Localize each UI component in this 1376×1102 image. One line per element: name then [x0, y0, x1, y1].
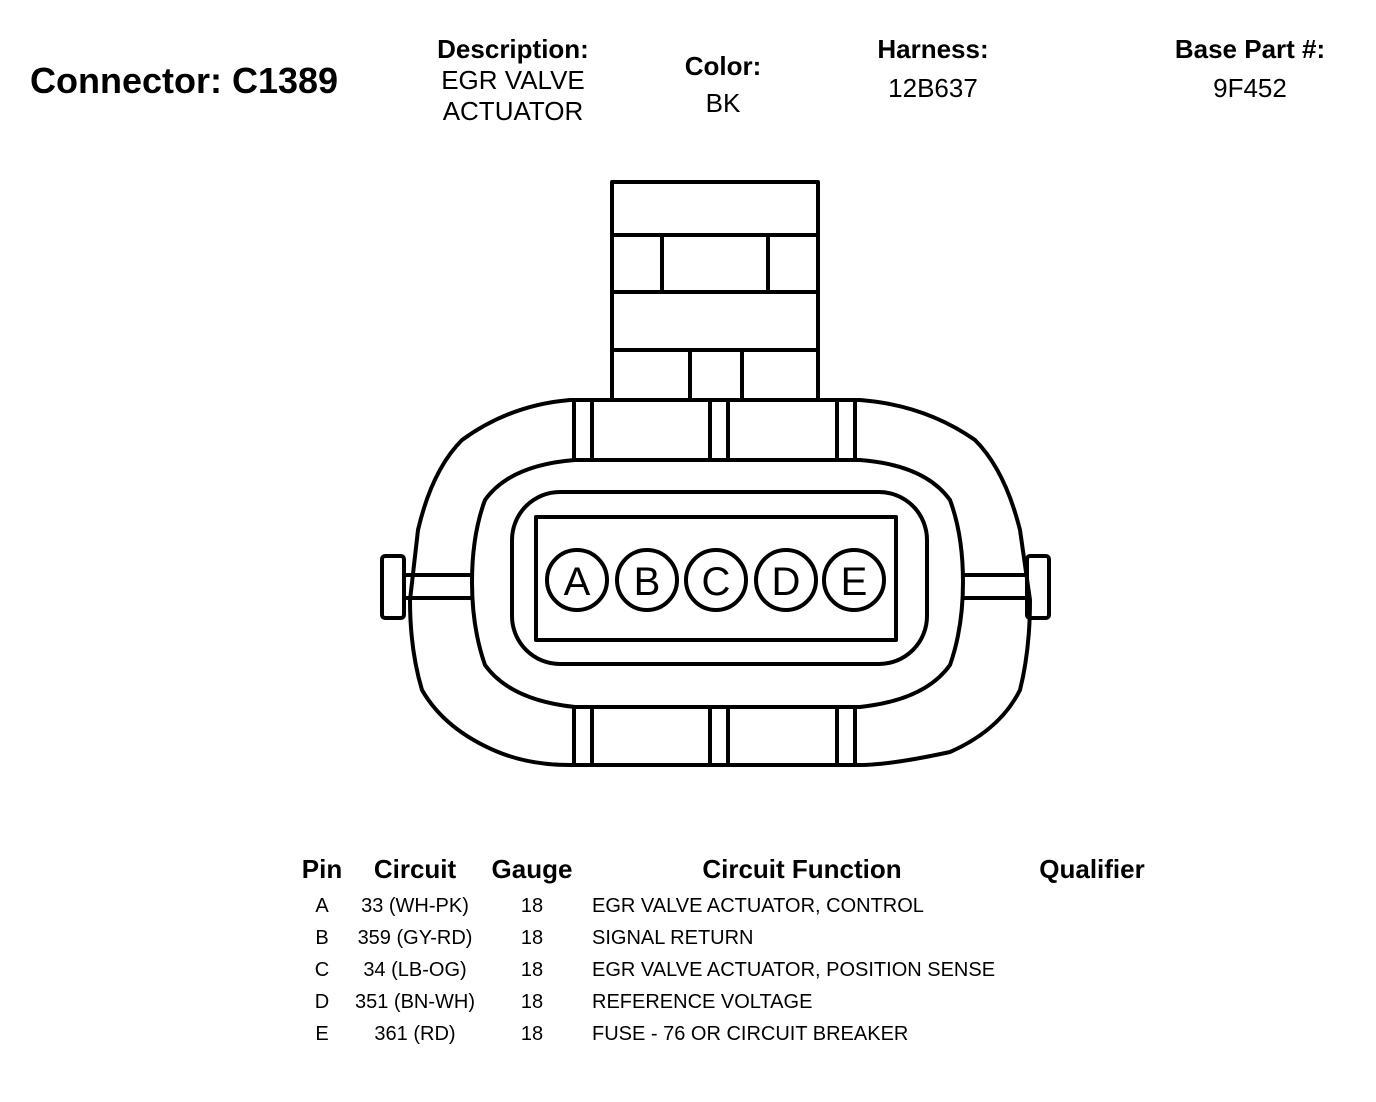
cell-circuit: 33 (WH-PK): [361, 894, 469, 917]
cell-function: SIGNAL RETURN: [592, 926, 754, 949]
cell-qualifier: [1012, 922, 1172, 954]
description-label: Description:: [437, 34, 589, 64]
base-part-label: Base Part #:: [1174, 34, 1326, 64]
cell-pin: A: [315, 894, 329, 917]
harness-value: 12B637: [888, 73, 978, 103]
housing-seal-ring: [470, 458, 965, 709]
cell-function: REFERENCE VOLTAGE: [592, 990, 813, 1013]
table-row: A 33 (WH-PK) 18 EGR VALVE ACTUATOR, CONT…: [294, 890, 1172, 922]
pin-cavity-e: [822, 548, 886, 612]
cell-function: EGR VALVE ACTUATOR, POSITION SENSE: [592, 958, 996, 981]
cell-gauge: 18: [520, 958, 544, 981]
terminal-insert-outer: [510, 490, 929, 666]
cell-function: EGR VALVE ACTUATOR, CONTROL: [592, 894, 924, 917]
table-header-row: Pin Circuit Gauge Circuit Function Quali…: [294, 852, 1172, 890]
cell-circuit: 359 (GY-RD): [357, 926, 473, 949]
pin-cavity-d: [754, 548, 818, 612]
header-circuit-function: Circuit Function: [702, 853, 902, 884]
cell-gauge: 18: [520, 926, 544, 949]
cell-circuit: 34 (LB-OG): [363, 958, 467, 981]
pin-label-a: A: [564, 560, 591, 604]
pin-label-d: D: [772, 560, 801, 604]
terminal-insert-inner: [534, 515, 898, 642]
pin-cavity-b: [615, 548, 679, 612]
cell-pin: B: [315, 926, 329, 949]
table-row: B 359 (GY-RD) 18 SIGNAL RETURN: [294, 922, 1172, 954]
table-row: D 351 (BN-WH) 18 REFERENCE VOLTAGE: [294, 986, 1172, 1018]
pinout-table: Pin Circuit Gauge Circuit Function Quali…: [294, 852, 1172, 1050]
cell-qualifier: [1012, 954, 1172, 986]
harness-label: Harness:: [877, 34, 989, 64]
description-block: Description: EGR VALVE ACTUATOR: [393, 34, 633, 127]
cell-pin: C: [314, 958, 330, 981]
pin-label-b: B: [634, 560, 661, 604]
pin-cavity-c: [684, 548, 748, 612]
cell-pin: E: [315, 1022, 329, 1045]
header-gauge: Gauge: [491, 853, 573, 884]
pin-cavities: [545, 548, 886, 612]
color-label: Color:: [684, 51, 762, 81]
cell-qualifier: [1012, 986, 1172, 1018]
cell-pin: D: [314, 990, 330, 1013]
description-value-line1: EGR VALVE: [441, 65, 585, 95]
base-part-block: Base Part #: 9F452: [1140, 34, 1360, 104]
description-value-line2: ACTUATOR: [442, 96, 584, 126]
cell-circuit: 351 (BN-WH): [354, 990, 475, 1013]
side-keys: [380, 554, 1051, 620]
housing-ribs: [572, 398, 857, 767]
color-value: BK: [705, 88, 741, 118]
cell-qualifier: [1012, 1018, 1172, 1050]
cell-gauge: 18: [520, 894, 544, 917]
base-part-value: 9F452: [1213, 73, 1287, 103]
cell-qualifier: [1012, 890, 1172, 922]
pin-label-e: E: [841, 560, 868, 604]
header-circuit: Circuit: [373, 853, 457, 884]
housing-outer-outline: [408, 398, 1032, 767]
table-row: C 34 (LB-OG) 18 EGR VALVE ACTUATOR, POSI…: [294, 954, 1172, 986]
cell-circuit: 361 (RD): [374, 1022, 456, 1045]
pin-cavity-a: [545, 548, 609, 612]
pin-label-c: C: [702, 560, 731, 604]
cell-function: FUSE - 76 OR CIRCUIT BREAKER: [592, 1022, 909, 1045]
locking-tab: [610, 180, 820, 402]
cell-gauge: 18: [520, 990, 544, 1013]
harness-block: Harness: 12B637: [833, 34, 1033, 104]
table-row: E 361 (RD) 18 FUSE - 76 OR CIRCUIT BREAK…: [294, 1018, 1172, 1050]
header-qualifier: Qualifier: [1039, 853, 1145, 884]
color-block: Color: BK: [643, 51, 803, 119]
cell-gauge: 18: [520, 1022, 544, 1045]
connector-title: Connector: C1389: [30, 60, 339, 101]
header-pin: Pin: [301, 853, 343, 884]
